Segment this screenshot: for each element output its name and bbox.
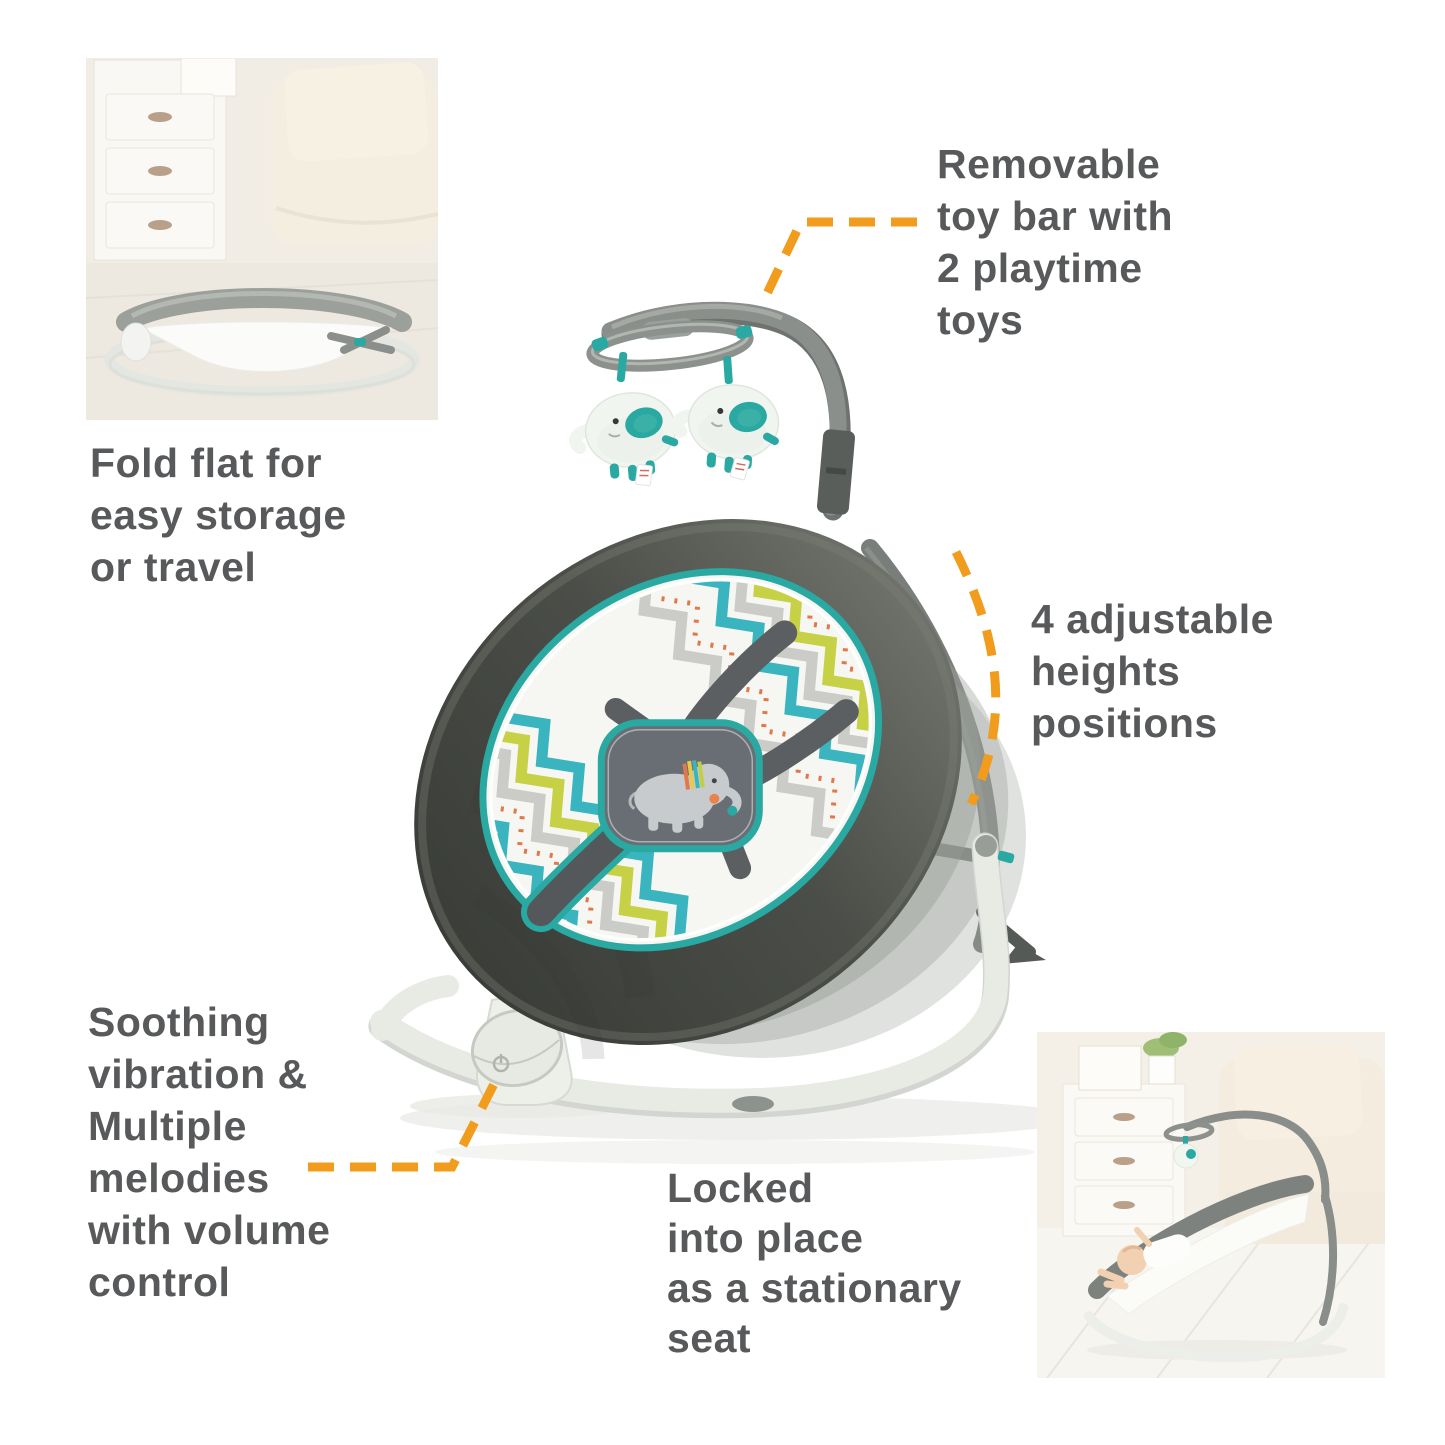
leader-line-heights	[951, 549, 1001, 806]
baby	[1097, 1227, 1191, 1290]
callout-locked-label: Locked into place as a stationary seat	[667, 1165, 962, 1361]
toy-bar-mount-bracket	[816, 429, 856, 515]
callout-vibration-label: Soothing vibration & Multiple melodies w…	[88, 999, 331, 1305]
leader-line-toy-bar	[759, 217, 917, 302]
background-armchair	[271, 62, 438, 246]
callout-heights-label: 4 adjustable heights positions	[1031, 596, 1274, 746]
seat	[414, 410, 962, 1060]
background-dresser	[1062, 1032, 1187, 1237]
crotch-pad	[597, 719, 763, 853]
elephant-applique	[628, 760, 742, 833]
inset-photo-folded	[86, 58, 438, 420]
stationary-bouncer-with-baby	[1084, 1110, 1348, 1363]
background-dresser	[93, 58, 237, 261]
base-foot-pad	[732, 1096, 774, 1112]
folded-bouncer	[104, 288, 420, 398]
toy-bar	[572, 301, 856, 521]
inset-photo-stationary	[1037, 1032, 1385, 1378]
power-icon	[492, 1054, 510, 1073]
callout-toy-bar-label: Removable toy bar with 2 playtime toys	[937, 141, 1174, 343]
leader-line-vibration	[308, 1077, 501, 1172]
callout-fold-flat-label: Fold flat for easy storage or travel	[90, 440, 347, 590]
toy-mobile	[586, 318, 754, 385]
